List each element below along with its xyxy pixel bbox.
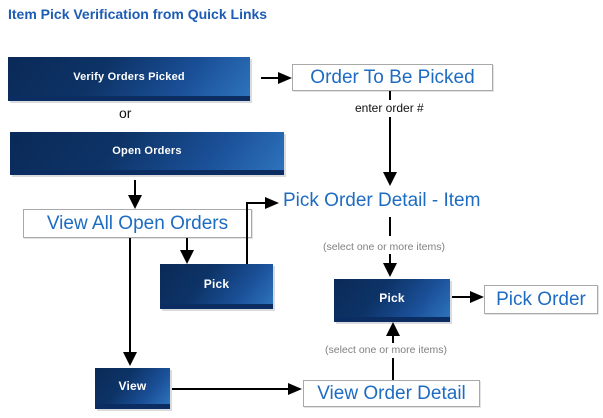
select-items-note-1: (select one or more items) xyxy=(323,241,445,253)
arrowhead-note-to-pickdetail xyxy=(383,172,397,186)
arrowhead-pickright-to-pickorder xyxy=(470,291,484,303)
connector-view-to-viewdetail-line xyxy=(172,388,290,390)
connector-pick-to-pickdetail-hline xyxy=(246,202,267,204)
arrowhead-open-to-viewall xyxy=(128,195,142,209)
enter-order-note: enter order # xyxy=(355,101,424,115)
connector-pick-to-pickdetail-vline xyxy=(246,202,248,264)
connector-pickdetail-to-note-line xyxy=(389,217,391,236)
view-button: View xyxy=(95,368,170,409)
arrowhead-up-into-pickright xyxy=(386,322,400,336)
view-all-open-orders-box: View All Open Orders xyxy=(23,209,252,238)
connector-viewall-to-view-line xyxy=(129,238,131,354)
pick-order-box: Pick Order xyxy=(484,285,598,314)
arrowhead-viewall-to-view xyxy=(123,352,137,366)
open-orders-button: Open Orders xyxy=(10,132,284,175)
or-label: or xyxy=(119,105,132,121)
arrowhead-pick-to-pickdetail xyxy=(265,197,279,209)
connector-note-to-pickdetail-line xyxy=(389,117,391,174)
connector-pickright-to-pickorder-line xyxy=(452,296,472,298)
arrowhead-viewall-to-pick xyxy=(180,250,194,264)
arrowhead-note-to-pickright xyxy=(383,263,397,277)
view-order-detail-box: View Order Detail xyxy=(303,380,480,407)
connector-order-to-note-line xyxy=(389,91,391,100)
verify-orders-picked-button: Verify Orders Picked xyxy=(8,57,250,101)
pick-button-right: Pick xyxy=(334,279,450,322)
connector-note-to-pickright-line xyxy=(389,254,391,266)
pick-order-detail-item-label: Pick Order Detail - Item xyxy=(283,190,481,211)
connector-verify-to-order-line xyxy=(261,77,280,79)
connector-viewdetail-to-note-line xyxy=(392,358,394,380)
connector-open-to-viewall-line xyxy=(134,180,136,197)
connector-note-to-pickright-up-line xyxy=(392,334,394,343)
page-title: Item Pick Verification from Quick Links xyxy=(8,6,268,22)
order-to-be-picked-box: Order To Be Picked xyxy=(292,64,493,91)
arrowhead-verify-to-order xyxy=(278,72,292,84)
arrowhead-view-to-viewdetail xyxy=(288,383,302,395)
pick-button-left: Pick xyxy=(160,264,273,309)
connector-viewall-to-pick-line xyxy=(186,238,188,252)
select-items-note-2: (select one or more items) xyxy=(325,344,447,356)
